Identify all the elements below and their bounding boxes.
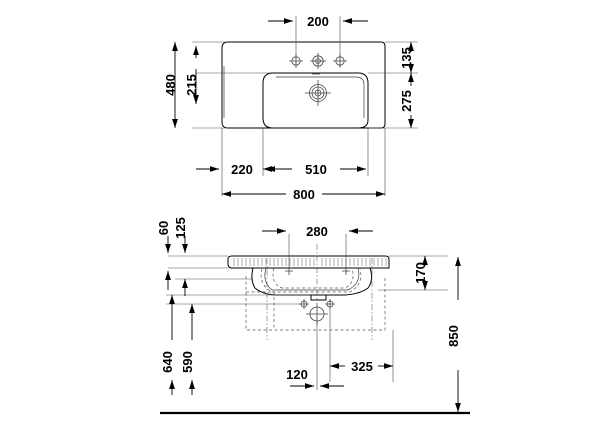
dim-label-60: 60 (156, 221, 171, 235)
rim-hatching (233, 258, 387, 266)
supply-hole-right (325, 299, 335, 309)
tap-hole-left-front (285, 267, 293, 275)
dim-label-640: 640 (160, 351, 175, 373)
dim-label-200: 200 (307, 14, 329, 29)
dim-label-125: 125 (173, 217, 188, 239)
dim-label-120: 120 (286, 367, 308, 382)
dim-label-170: 170 (413, 262, 428, 284)
dim-label-135: 135 (399, 47, 414, 69)
dim-label-275: 275 (399, 90, 414, 112)
front-view-group: 280 60 125 170 640 590 325 (156, 217, 470, 415)
dim-label-590: 590 (180, 351, 195, 373)
dim-label-510: 510 (305, 162, 327, 177)
dim-label-850: 850 (446, 325, 461, 347)
dim-label-280: 280 (306, 224, 328, 239)
cabinet-inner-hidden (246, 291, 275, 330)
dim-label-800: 800 (293, 187, 315, 202)
dim-label-325: 325 (351, 359, 373, 374)
dim-label-480: 480 (163, 74, 178, 96)
basin-rim-front (227, 255, 390, 269)
tap-hole-right-front (342, 267, 350, 275)
supply-hole-left (299, 299, 309, 309)
basin-outline-top (221, 41, 386, 129)
basin-bowl-hidden-outer-front (260, 268, 362, 293)
dim-label-220: 220 (231, 162, 253, 177)
basin-bowl-inner-detail (276, 76, 365, 118)
basin-bowl-inner-front (264, 267, 360, 291)
drain-outlet-top (305, 80, 331, 106)
basin-bowl-hidden-front (272, 267, 354, 289)
tap-hole-center (310, 53, 326, 69)
basin-body-front (251, 267, 373, 296)
cabinet-outline-hidden (245, 276, 386, 331)
waste-boss-front (310, 295, 327, 301)
dim-label-215: 215 (184, 74, 199, 96)
top-view-group: 200 215 480 135 275 220 510 (163, 14, 418, 202)
basin-bowl-top (262, 72, 369, 129)
